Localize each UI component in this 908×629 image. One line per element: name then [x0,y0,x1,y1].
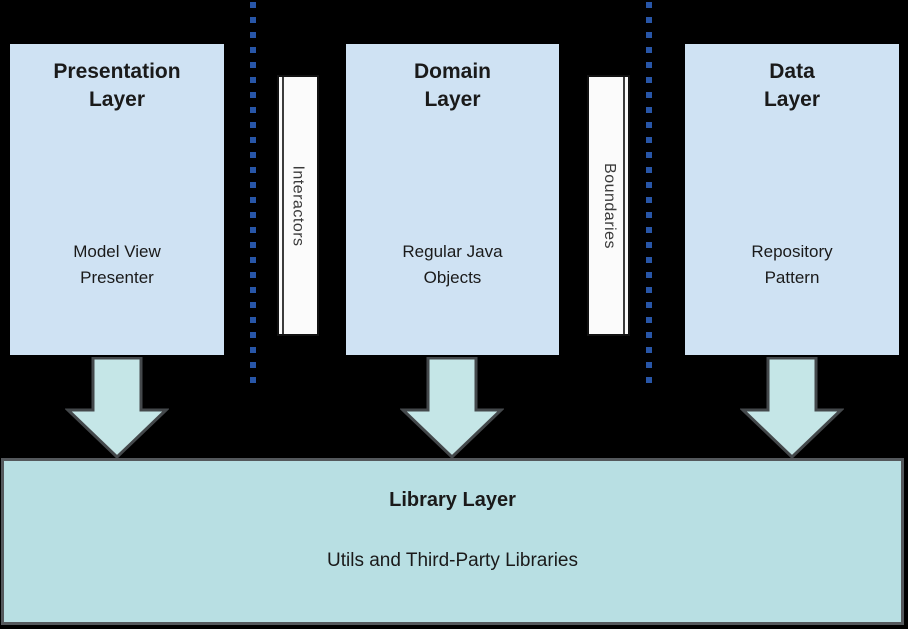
boundaries-label: Boundaries [600,162,618,249]
boundaries-connector-bar: Boundaries [587,75,630,336]
data-layer-title: Data Layer [763,60,821,111]
interactors-label: Interactors [290,164,307,247]
presentation-layer-title: Presentation Layer [53,60,181,111]
presentation-layer-subtitle: Model View Presenter [73,242,161,287]
layer-separator-dotted-line-right [646,2,652,392]
library-layer-title: Library Layer [389,489,516,511]
layer-separator-dotted-line-left [250,2,256,392]
data-layer-box: Data Layer Repository Pattern [682,41,902,358]
domain-layer-box: Domain Layer Regular Java Objects [343,41,562,358]
library-layer-subtitle: Utils and Third-Party Libraries [327,550,578,571]
interactors-connector-bar: Interactors [277,75,319,336]
domain-layer-subtitle: Regular Java Objects [402,242,503,287]
down-arrow-domain-to-library-icon [400,357,504,459]
data-layer-subtitle: Repository Pattern [751,242,833,287]
domain-layer-title: Domain Layer [413,60,491,111]
library-layer-box: Library Layer Utils and Third-Party Libr… [1,458,904,625]
down-arrow-data-to-library-icon [740,357,844,459]
presentation-layer-box: Presentation Layer Model View Presenter [7,41,227,358]
down-arrow-presentation-to-library-icon [65,357,169,459]
